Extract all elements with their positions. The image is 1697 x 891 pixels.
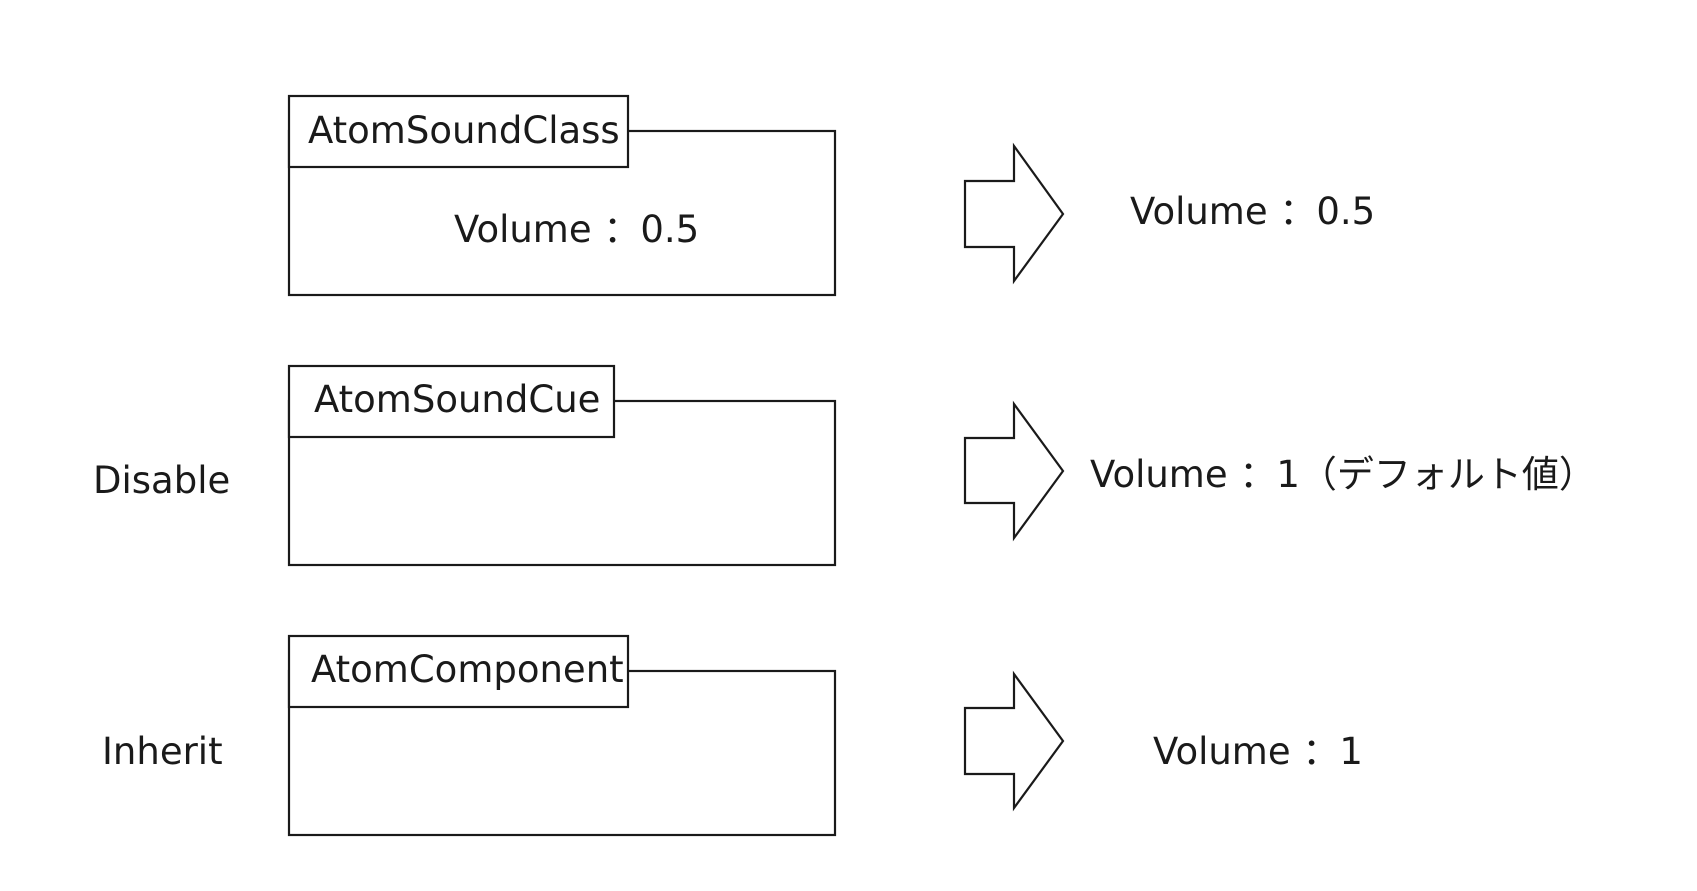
side-label-disable: Disable — [93, 459, 230, 502]
result-text-3: Volume ：1 — [1153, 730, 1363, 773]
atom-component-title: AtomComponent — [311, 648, 624, 691]
right-arrow-icon — [963, 400, 1065, 542]
atom-sound-cue-title: AtomSoundCue — [314, 378, 600, 421]
atom-sound-cue-title-tab — [287, 364, 616, 439]
side-label-inherit: Inherit — [102, 730, 223, 773]
right-arrow-icon — [963, 670, 1065, 812]
result-text-2: Volume ：1（デフォルト値） — [1090, 453, 1596, 496]
row-atom-sound-class: AtomSoundClass Volume ：0.5 Volume ：0.5 — [287, 94, 1375, 297]
row-atom-component: Inherit AtomComponent Volume ：1 — [102, 634, 1363, 837]
atom-sound-class-title-tab — [287, 94, 630, 169]
right-arrow-icon — [963, 142, 1065, 285]
atom-sound-class-content: Volume ：0.5 — [454, 208, 699, 251]
row-atom-sound-cue: Disable AtomSoundCue Volume ：1（デフォルト値） — [93, 364, 1596, 567]
atom-component-title-tab — [287, 634, 630, 709]
atom-sound-class-title: AtomSoundClass — [308, 109, 620, 152]
result-text-1: Volume ：0.5 — [1130, 190, 1375, 233]
